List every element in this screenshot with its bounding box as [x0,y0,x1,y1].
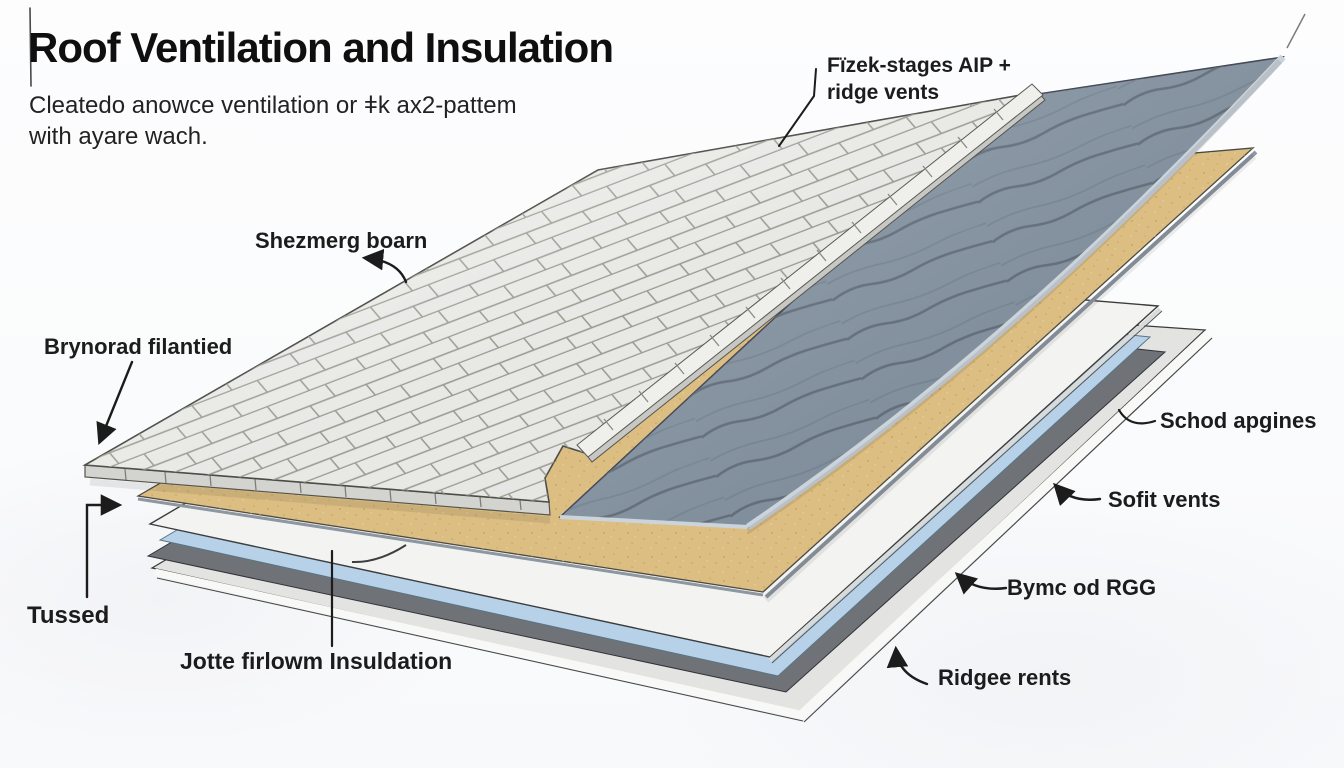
subtitle-line-2: with ayare wach. [29,123,208,150]
label-underlayment: Brynorad filantied [44,334,233,359]
leader-soffit-edge [1117,408,1157,425]
label-ridge-line-1: Fïzek-stages AIP + [827,54,1011,77]
sketch-stray-line [1286,13,1306,49]
label-ridge-line-2: ridge vents [827,81,940,104]
sketch-margin-line [29,7,32,87]
page-title: Roof Ventilation and Insulation [28,24,614,71]
leader-truss [85,494,123,599]
label-truss: Tussed [27,602,110,629]
subtitle-line-1: Cleatedo anowce ventilation or ǂk ax2-pa… [29,92,517,119]
label-soffit-vents: Sofit vents [1108,487,1221,512]
leader-ridge-vents [886,645,929,686]
leader-soffit-vents [1053,482,1102,506]
label-soffit-edge: Schod apgines [1160,408,1317,433]
label-insulation: Jotte firlowm Insuldation [180,648,453,674]
deck-sketch-line [351,544,407,564]
label-vapor-barrier: Bymc od RGG [1007,575,1157,600]
underlayment-panel [558,13,1306,534]
leader-sheathing-board [361,248,408,284]
label-ridge-vents-top: Fïzek-stages AIP + ridge vents [827,52,1011,106]
label-sheathing-board: Shezmerg boarn [255,228,428,253]
leader-underlayment [96,360,134,446]
label-ridge-vents-bottom: Ridgee rents [938,665,1072,690]
leader-lines [29,7,1157,686]
ridge-cap [576,83,1044,458]
leader-ridge-label [778,68,817,147]
shingle-panel [82,83,1046,524]
leader-vapor-barrier [954,572,1008,595]
page-subtitle: Cleatedo anowce ventilation or ǂk ax2-pa… [29,90,517,152]
